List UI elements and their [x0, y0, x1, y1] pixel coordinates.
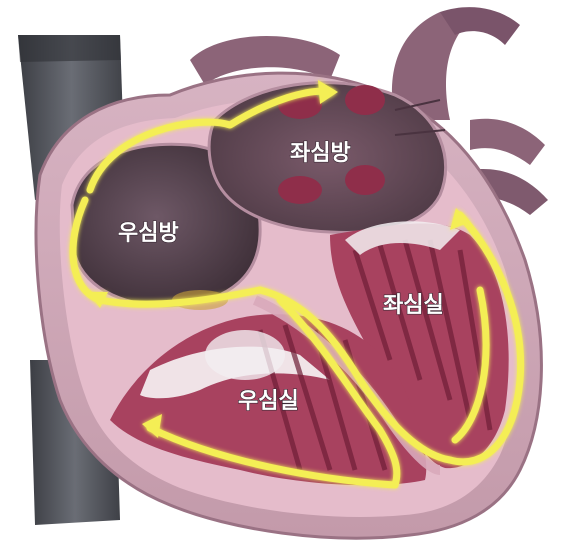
- label-left-atrium: 좌심방: [290, 141, 351, 166]
- pulmonary-vein-opening: [345, 85, 385, 115]
- pulmonary-vein-opening: [278, 176, 322, 204]
- label-left-ventricle: 좌심실: [383, 293, 444, 318]
- pulmonary-vein-opening: [345, 165, 385, 195]
- label-right-atrium: 우심방: [118, 221, 179, 246]
- label-right-ventricle: 우심실: [238, 389, 299, 414]
